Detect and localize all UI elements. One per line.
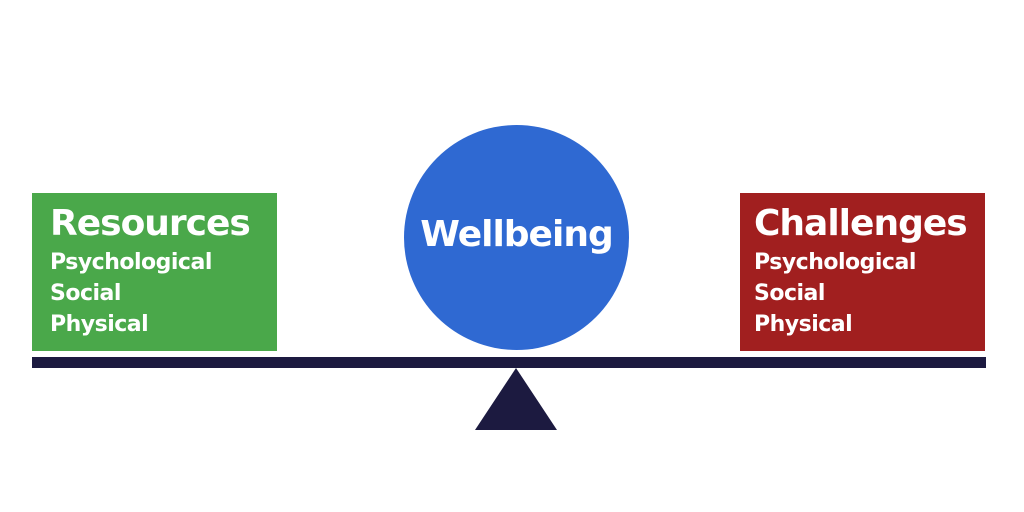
challenges-item: Social — [754, 281, 825, 306]
challenges-title: Challenges — [754, 203, 968, 244]
wellbeing-label: Wellbeing — [420, 214, 613, 255]
resources-box: Resources Psychological Social Physical — [32, 193, 277, 351]
resources-item: Physical — [50, 312, 149, 337]
scale-beam — [32, 357, 986, 368]
resources-title: Resources — [50, 203, 251, 244]
resources-item: Social — [50, 281, 121, 306]
challenges-box: Challenges Psychological Social Physical — [740, 193, 985, 351]
challenges-item: Physical — [754, 312, 853, 337]
scale-fulcrum-triangle — [475, 368, 557, 430]
challenges-item: Psychological — [754, 250, 916, 275]
wellbeing-circle: Wellbeing — [404, 125, 629, 350]
resources-item: Psychological — [50, 250, 212, 275]
